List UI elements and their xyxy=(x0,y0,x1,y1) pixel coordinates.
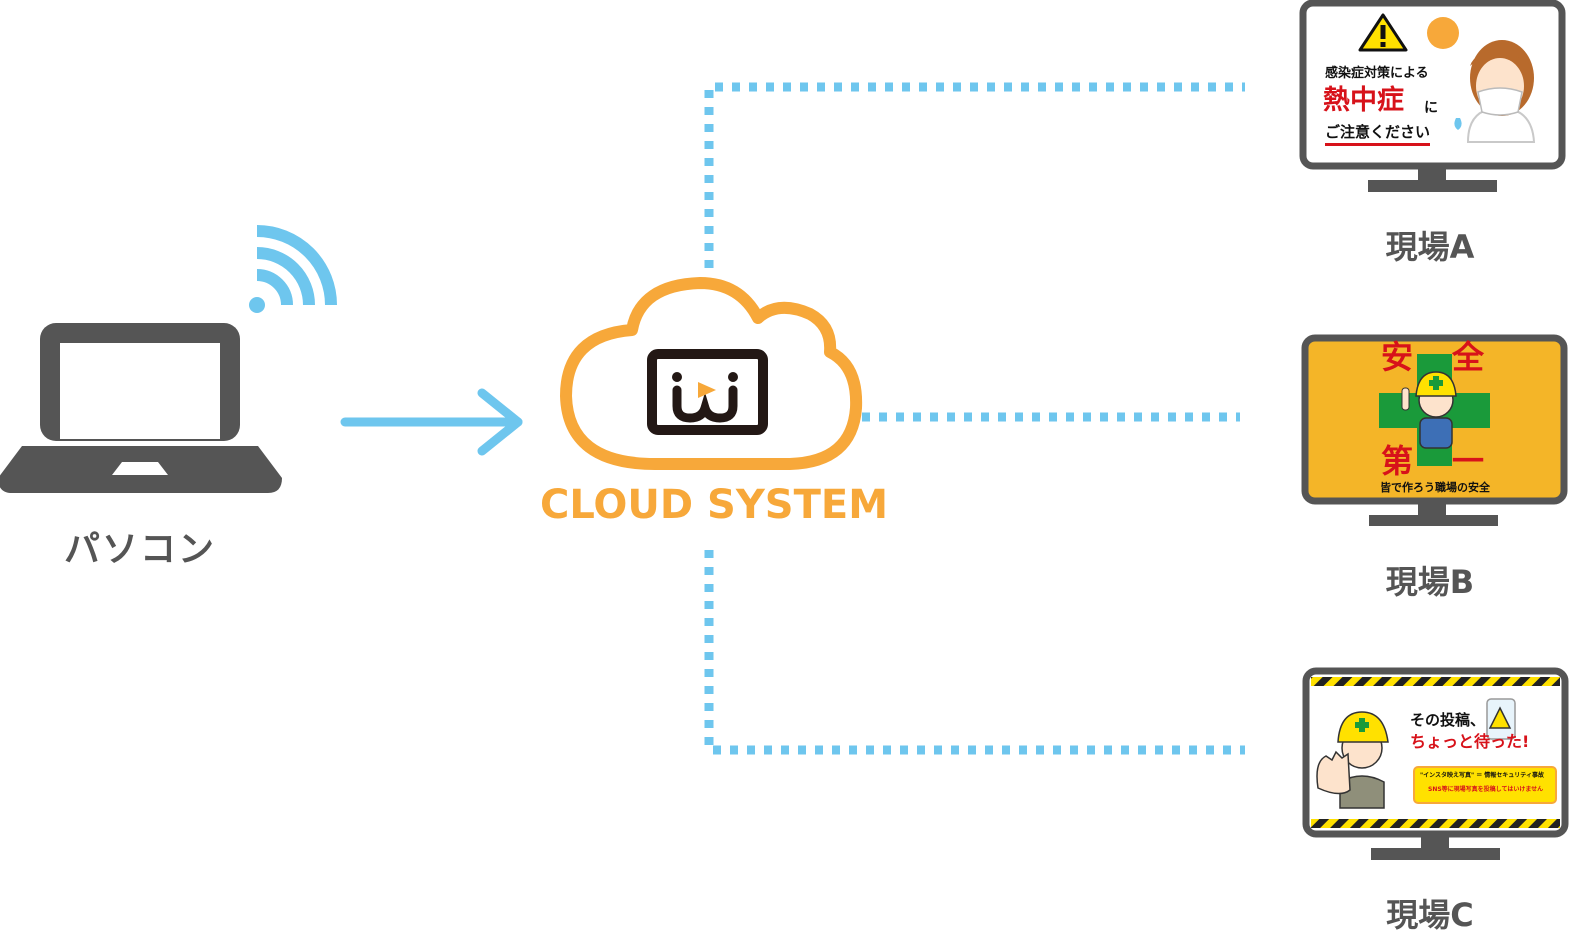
sun-icon xyxy=(1427,17,1459,49)
cloud-system-label: CLOUD SYSTEM xyxy=(540,482,889,528)
upload-arrow-icon xyxy=(340,388,523,456)
screen-c-line2: ちょっと待った! xyxy=(1410,732,1530,751)
notice-box xyxy=(1413,766,1557,804)
masked-woman-icon xyxy=(1454,40,1536,143)
screen-c-line1: その投稿、 xyxy=(1410,711,1486,729)
wifi-icon xyxy=(249,225,337,313)
stop-worker-icon xyxy=(1316,711,1389,809)
screen-b-char-4: 一 xyxy=(1452,442,1485,480)
screen-b-char-1: 安 xyxy=(1381,338,1414,376)
connector-site-a xyxy=(704,82,1245,268)
worker-icon xyxy=(1401,371,1457,449)
pc-label: パソコン xyxy=(63,529,216,570)
warning-icon xyxy=(1358,13,1408,52)
site-c-label: 現場C xyxy=(1386,896,1474,934)
screen-a-headline: 熱中症 xyxy=(1323,85,1404,116)
screen-b-footer: 皆で作ろう職場の安全 xyxy=(1380,481,1490,494)
hazard-stripe-top xyxy=(1311,677,1560,686)
connector-lines xyxy=(704,82,1245,755)
iw-logo-icon xyxy=(647,349,768,435)
site-b-label: 現場B xyxy=(1385,563,1475,601)
screen-a-line1: 感染症対策による xyxy=(1325,66,1429,81)
cloud-icon xyxy=(560,277,863,470)
monitor-site-b xyxy=(1301,334,1568,526)
laptop-icon xyxy=(0,323,282,493)
screen-c-note-title: "インスタ映え写真" ＝ 情報セキュリティ事故 xyxy=(1420,772,1544,779)
screen-a-line3: ご注意ください xyxy=(1325,124,1431,146)
screen-c-note-body: SNS等に現場写真を投稿してはいけません xyxy=(1428,786,1544,793)
hazard-stripe-bottom xyxy=(1311,819,1560,828)
connector-site-c xyxy=(704,550,1245,755)
monitor-site-a xyxy=(1299,0,1566,192)
screen-b-char-2: 全 xyxy=(1452,338,1485,376)
site-a-label: 現場A xyxy=(1385,228,1475,266)
monitor-site-c xyxy=(1302,667,1569,860)
phone-warning-icon xyxy=(1486,698,1516,740)
screen-b-char-3: 第 xyxy=(1381,442,1414,480)
screen-a-headline-suffix: に xyxy=(1424,100,1438,116)
